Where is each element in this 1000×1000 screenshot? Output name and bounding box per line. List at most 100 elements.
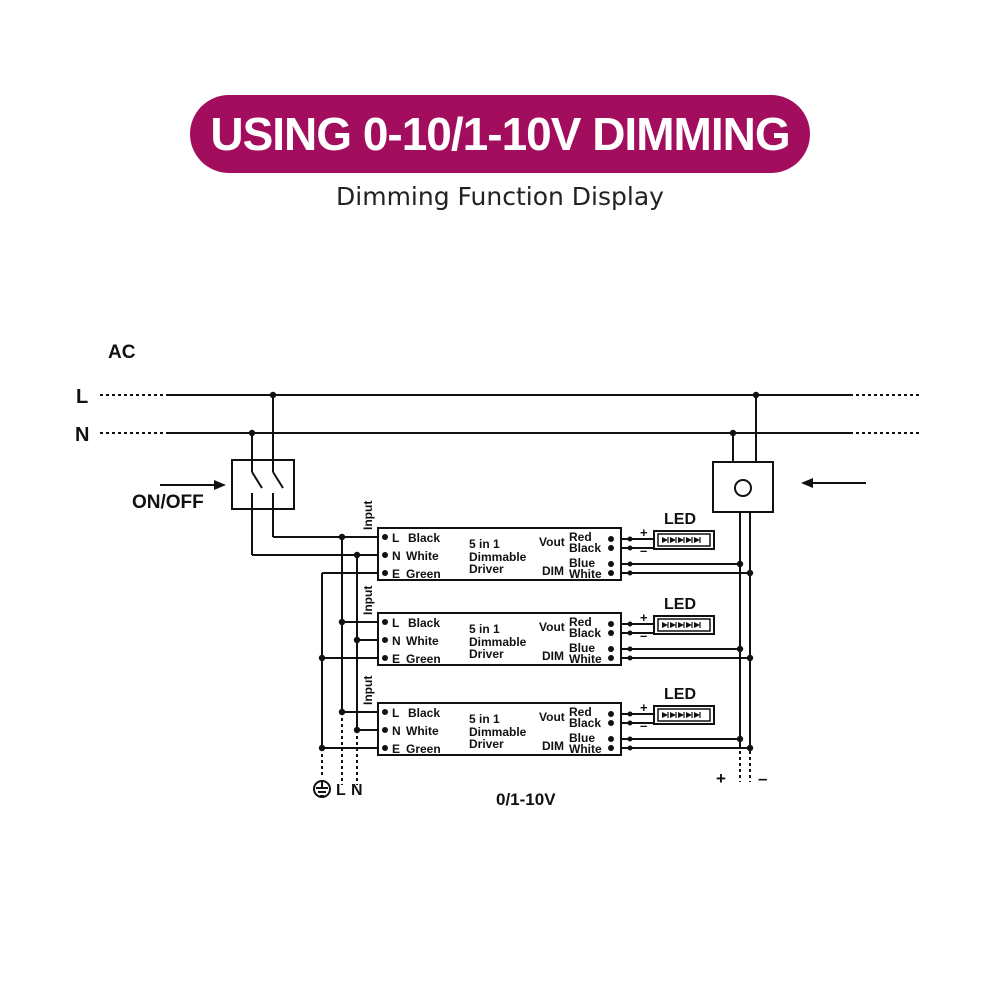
line-n-label: N xyxy=(75,424,89,446)
led-module xyxy=(653,615,715,635)
driver-title-1: 5 in 1 xyxy=(469,537,500,551)
switch-contact-n xyxy=(251,471,263,489)
input-terminal-dot xyxy=(382,727,388,733)
output-terminal-dot xyxy=(608,646,614,652)
output-terminal-dot xyxy=(608,621,614,627)
out-black-label: Black xyxy=(569,541,601,555)
junction xyxy=(269,391,277,399)
junction xyxy=(318,654,326,662)
led-plus-label: + xyxy=(640,700,648,715)
out-black-label: Black xyxy=(569,626,601,640)
title-banner: USING 0-10/1-10V DIMMING xyxy=(190,95,810,173)
led-diode-icon xyxy=(678,537,684,543)
output-junction-dot xyxy=(627,720,633,726)
out-red-label: Red xyxy=(569,530,592,544)
dim-junction-dot xyxy=(627,655,633,661)
switch-contact-l xyxy=(272,471,284,489)
led-strip xyxy=(657,618,711,632)
input-e-color: Green xyxy=(406,567,441,581)
output-terminal-dot xyxy=(608,711,614,717)
output-terminal-dot xyxy=(608,630,614,636)
led-diode-icon xyxy=(694,712,700,718)
led-diode-icon xyxy=(686,622,692,628)
vout-label: Vout xyxy=(539,620,565,634)
vout-label: Vout xyxy=(539,710,565,724)
dim-label: DIM xyxy=(542,739,564,753)
dim-junction-dot xyxy=(627,561,633,567)
dimmer-knob-icon xyxy=(734,479,752,497)
input-terminal-dot xyxy=(382,619,388,625)
arrow-left-icon xyxy=(801,478,813,488)
led-diode-icon xyxy=(678,712,684,718)
ac-label: AC xyxy=(108,342,136,363)
bottom-l-label: L xyxy=(336,782,346,799)
output-terminal-dot xyxy=(608,720,614,726)
dim-junction-dot xyxy=(627,745,633,751)
driver-title-3: Driver xyxy=(469,737,504,751)
led-diode-icon xyxy=(662,622,668,628)
output-terminal-dot xyxy=(608,536,614,542)
input-e-label: E xyxy=(392,652,400,666)
input-l-label: L xyxy=(392,706,399,720)
dim-junction-dot xyxy=(627,736,633,742)
led-strip xyxy=(657,533,711,547)
output-junction-dot xyxy=(627,711,633,717)
output-terminal-dot xyxy=(608,570,614,576)
led-diode-icon xyxy=(694,622,700,628)
dim-junction-dot xyxy=(627,570,633,576)
input-e-color: Green xyxy=(406,652,441,666)
led-diode-icon xyxy=(670,712,676,718)
switch-box xyxy=(231,459,295,510)
page-title: USING 0-10/1-10V DIMMING xyxy=(210,108,790,160)
input-n-label: N xyxy=(392,549,401,563)
driver-title-3: Driver xyxy=(469,647,504,661)
input-label: Input xyxy=(361,676,375,705)
out-white-label: White xyxy=(569,742,602,756)
junction xyxy=(248,429,256,437)
dim-label: DIM xyxy=(542,649,564,663)
driver-box xyxy=(377,612,622,666)
bottom-n-label: N xyxy=(351,782,363,799)
input-terminal-dot xyxy=(382,709,388,715)
input-n-color: White xyxy=(406,634,439,648)
junction xyxy=(353,636,361,644)
led-label: LED xyxy=(664,596,696,613)
input-terminal-dot xyxy=(382,637,388,643)
input-terminal-dot xyxy=(382,745,388,751)
led-minus-label: – xyxy=(640,628,647,643)
driver-title-2: Dimmable xyxy=(469,550,527,564)
dim-plus-label: + xyxy=(716,769,726,788)
input-n-label: N xyxy=(392,634,401,648)
ground-icon xyxy=(313,780,331,798)
junction xyxy=(752,391,760,399)
junction xyxy=(338,618,346,626)
led-plus-label: + xyxy=(640,525,648,540)
driver-title-1: 5 in 1 xyxy=(469,712,500,726)
input-n-color: White xyxy=(406,724,439,738)
output-terminal-dot xyxy=(608,736,614,742)
driver-title-3: Driver xyxy=(469,562,504,576)
input-terminal-dot xyxy=(382,655,388,661)
output-junction-dot xyxy=(627,630,633,636)
out-red-label: Red xyxy=(569,705,592,719)
input-terminal-dot xyxy=(382,570,388,576)
line-l-label: L xyxy=(76,386,88,408)
output-terminal-dot xyxy=(608,745,614,751)
voltage-label: 0/1-10V xyxy=(496,790,556,809)
input-l-color: Black xyxy=(408,531,440,545)
led-diode-icon xyxy=(662,537,668,543)
input-e-label: E xyxy=(392,742,400,756)
driver-box xyxy=(377,527,622,581)
out-white-label: White xyxy=(569,567,602,581)
input-l-label: L xyxy=(392,531,399,545)
input-l-color: Black xyxy=(408,616,440,630)
page-subtitle: Dimming Function Display xyxy=(336,182,664,211)
junction xyxy=(353,551,361,559)
junction xyxy=(353,726,361,734)
output-junction-dot xyxy=(627,536,633,542)
led-label: LED xyxy=(664,511,696,528)
junction xyxy=(318,744,326,752)
